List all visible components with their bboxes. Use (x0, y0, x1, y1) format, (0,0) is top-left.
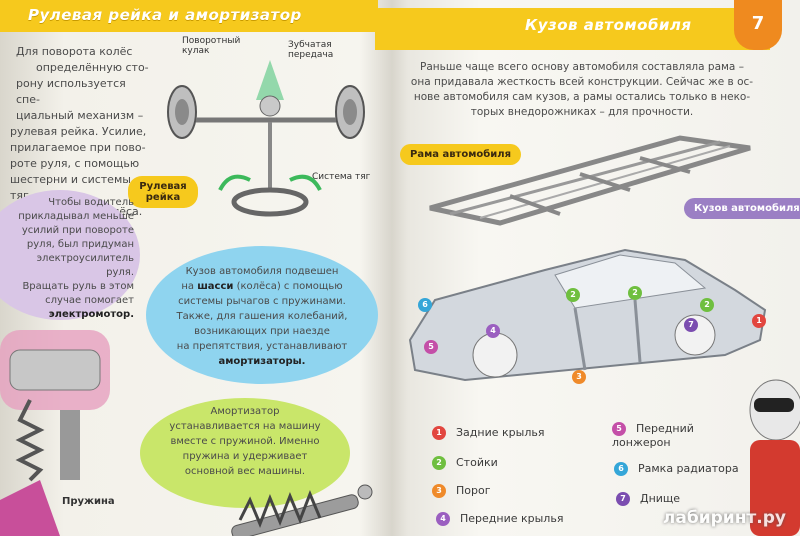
steering-wheel (231, 187, 309, 217)
marker-6: 6 (418, 298, 432, 312)
marker-1: 1 (752, 314, 766, 328)
right-header-title: Кузов автомобиля (525, 16, 692, 34)
rotation-arrow-left (218, 174, 251, 191)
spring-label: Пружина (62, 496, 115, 507)
watermark: лабиринт.ру (662, 508, 786, 528)
robot-character (749, 379, 800, 536)
power-steering-bubble (0, 190, 140, 320)
right-header-bar: Кузов автомобиля (375, 8, 770, 50)
left-wheel (167, 85, 197, 139)
power-steering-text: Чтобы водитель прикладывал меньше усилий… (18, 197, 134, 320)
label-gear: Зубчатая передача (288, 40, 334, 60)
shock-absorber-illustration (231, 484, 373, 536)
marker-2b: 2 (628, 286, 642, 300)
marker-3: 3 (572, 370, 586, 384)
chassis-bubble (146, 246, 378, 384)
chassis-text: Кузов автомобиля подвешен на шасси (колё… (176, 266, 348, 367)
body-label-pill: Кузов автомобиля (684, 198, 800, 219)
motion-arrow (256, 60, 284, 100)
rack-label-pill: Рулевая рейка (128, 176, 198, 208)
pinion-gear (259, 95, 281, 117)
page-number: 7 (734, 0, 782, 50)
car-frame-illustration (429, 135, 751, 226)
shock-text: Амортизатор устанавливается на машину вм… (169, 406, 321, 477)
right-wheel (335, 85, 365, 139)
marker-4: 4 (486, 324, 500, 338)
label-rods: Система тяг (312, 172, 371, 182)
marker-7: 7 (684, 318, 698, 332)
steering-diagram (167, 60, 365, 217)
frame-label-pill: Рама автомобиля (400, 144, 522, 165)
left-header-title: Рулевая рейка и амортизатор (28, 6, 302, 24)
rotation-arrow-right (289, 174, 322, 191)
right-intro-text: Раньше чаще всего основу автомобиля сост… (410, 61, 754, 118)
label-knuckle: Поворотный кулак (182, 36, 241, 56)
marker-5: 5 (424, 340, 438, 354)
left-header-bar: Рулевая рейка и амортизатор (0, 0, 378, 32)
car-body-illustration (408, 248, 767, 382)
shock-bubble (140, 398, 350, 508)
suspension-illustration (0, 330, 110, 536)
marker-2a: 2 (566, 288, 580, 302)
marker-2c: 2 (700, 298, 714, 312)
